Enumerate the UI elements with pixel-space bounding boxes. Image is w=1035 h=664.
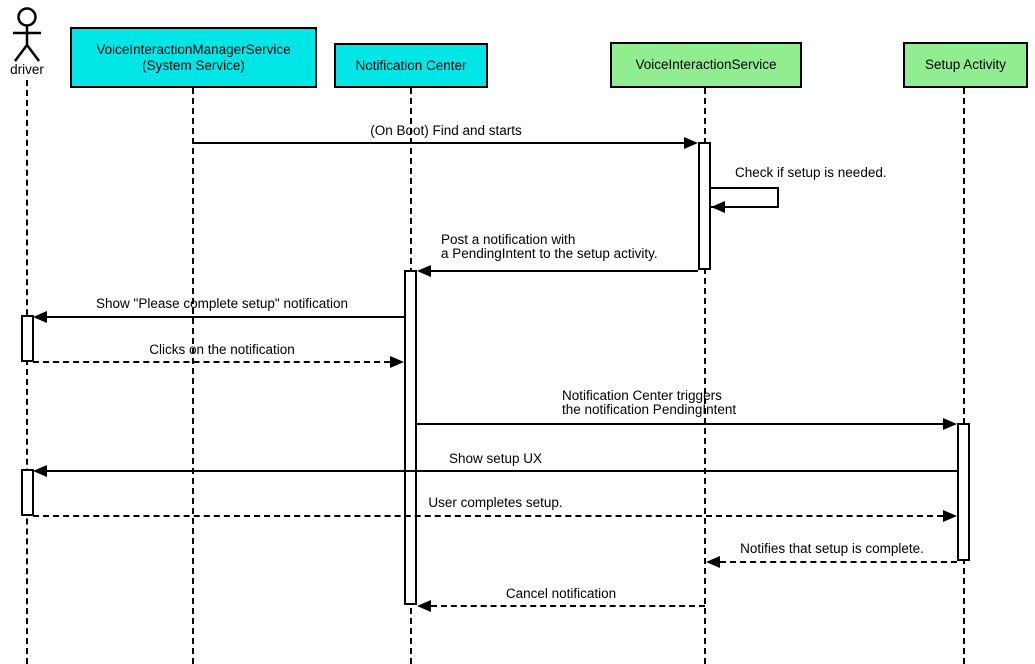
message-click-notification-arrowhead: [390, 356, 404, 368]
message-show-setup-ux-arrowhead: [33, 465, 47, 477]
message-setup-complete-line: [720, 561, 957, 563]
message-show-notification-label: Show "Please complete setup" notificatio…: [96, 296, 348, 311]
activation-voice-interaction-service: [698, 142, 711, 270]
participant-notification-center-label: Notification Center: [355, 57, 467, 73]
message-user-completes-setup-line: [33, 515, 943, 517]
message-on-boot-line: [193, 142, 685, 144]
actor-driver: [7, 4, 47, 62]
message-user-completes-setup-label: User completes setup.: [428, 495, 563, 510]
participant-manager-service: VoiceInteractionManagerService (System S…: [70, 27, 317, 88]
message-check-setup-loop: [711, 187, 779, 208]
participant-voice-interaction-service: VoiceInteractionService: [610, 42, 802, 88]
message-cancel-notification-label: Cancel notification: [505, 586, 617, 601]
message-cancel-notification-arrowhead: [417, 600, 431, 612]
message-show-setup-ux-line: [47, 470, 957, 472]
activation-notification-center: [404, 270, 417, 605]
message-trigger-pending-intent-arrowhead: [943, 418, 957, 430]
message-on-boot-label: (On Boot) Find and starts: [370, 123, 522, 138]
message-setup-complete-arrowhead: [706, 556, 720, 568]
lifeline-driver: [26, 80, 28, 664]
activation-driver-2: [21, 469, 34, 516]
message-check-setup-arrowhead: [711, 201, 725, 213]
message-click-notification-line: [33, 361, 390, 363]
message-show-notification-line: [47, 316, 404, 318]
lifeline-setup-activity: [963, 88, 965, 664]
message-user-completes-setup-arrowhead: [943, 510, 957, 522]
message-post-notification-line: [431, 270, 698, 272]
message-on-boot-arrowhead: [684, 137, 698, 149]
lifeline-manager-service: [192, 88, 194, 664]
activation-driver-1: [21, 315, 34, 362]
message-show-setup-ux-label: Show setup UX: [448, 451, 543, 466]
message-setup-complete-label: Notifies that setup is complete.: [740, 541, 924, 556]
lifeline-voice-interaction-service: [704, 88, 706, 664]
participant-voice-interaction-service-label: VoiceInteractionService: [635, 57, 777, 72]
message-post-notification-arrowhead: [417, 265, 431, 277]
message-check-setup-label: Check if setup is needed.: [735, 165, 887, 180]
participant-setup-activity-label: Setup Activity: [924, 57, 1007, 72]
actor-driver-label: driver: [10, 62, 44, 77]
message-trigger-pending-intent-label: Notification Center triggers the notific…: [562, 388, 737, 417]
participant-setup-activity: Setup Activity: [903, 42, 1028, 88]
message-click-notification-label: Clicks on the notification: [149, 342, 295, 357]
message-show-notification-arrowhead: [33, 311, 47, 323]
activation-setup-activity: [957, 423, 970, 561]
message-trigger-pending-intent-line: [417, 423, 943, 425]
message-post-notification-label: Post a notification with a PendingIntent…: [441, 232, 658, 261]
message-cancel-notification-line: [431, 605, 705, 607]
actor-stick-figure-icon: [13, 7, 41, 62]
participant-manager-service-label: VoiceInteractionManagerService (System S…: [96, 41, 291, 73]
participant-notification-center: Notification Center: [334, 43, 488, 88]
